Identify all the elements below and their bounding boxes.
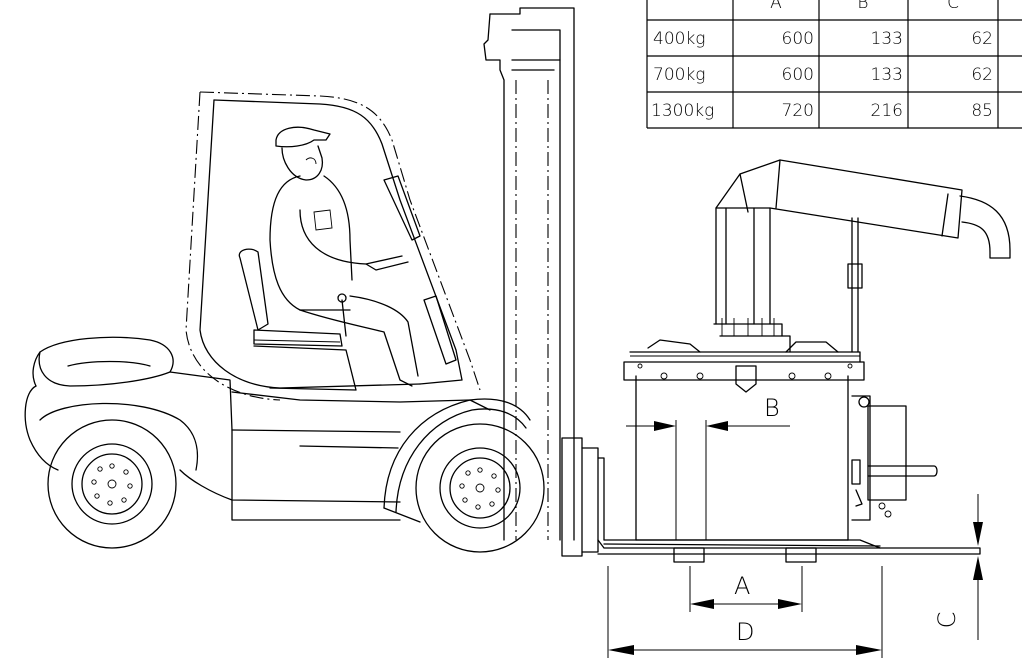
dimension-c: C <box>933 494 983 640</box>
cab-frame <box>185 91 481 401</box>
table-cell: 720 <box>782 101 814 121</box>
table-cell: 62 <box>971 65 993 85</box>
table-cell: 133 <box>871 65 903 85</box>
dimension-label-b: B <box>764 394 780 422</box>
table-cell: 600 <box>782 29 814 49</box>
table-header-a: A <box>770 0 782 13</box>
table-cell: 600 <box>782 65 814 85</box>
table-cell: 1300kg <box>651 101 714 121</box>
spec-table: A B C 400kg 600 133 62 700kg 600 133 62 … <box>646 0 1022 129</box>
drum-attachment <box>603 159 1011 563</box>
dimension-label-c: C <box>933 612 961 629</box>
dimension-a: A <box>689 566 803 612</box>
forklift-body <box>24 336 545 553</box>
table-cell: 133 <box>871 29 903 49</box>
table-header-b: B <box>857 0 868 13</box>
table-cell: 700kg <box>653 65 706 85</box>
dimension-d: D <box>607 566 883 658</box>
table-cell: 400kg <box>653 29 706 49</box>
dimension-b: B <box>626 394 790 431</box>
mast <box>483 7 981 557</box>
table-cell: 216 <box>871 101 903 121</box>
table-cell: 85 <box>971 101 993 121</box>
table-cell: 62 <box>971 29 993 49</box>
table-header-c: C <box>947 0 959 13</box>
dimension-label-d: D <box>736 618 754 646</box>
operator-figure <box>238 126 419 391</box>
dimension-label-a: A <box>734 572 750 600</box>
